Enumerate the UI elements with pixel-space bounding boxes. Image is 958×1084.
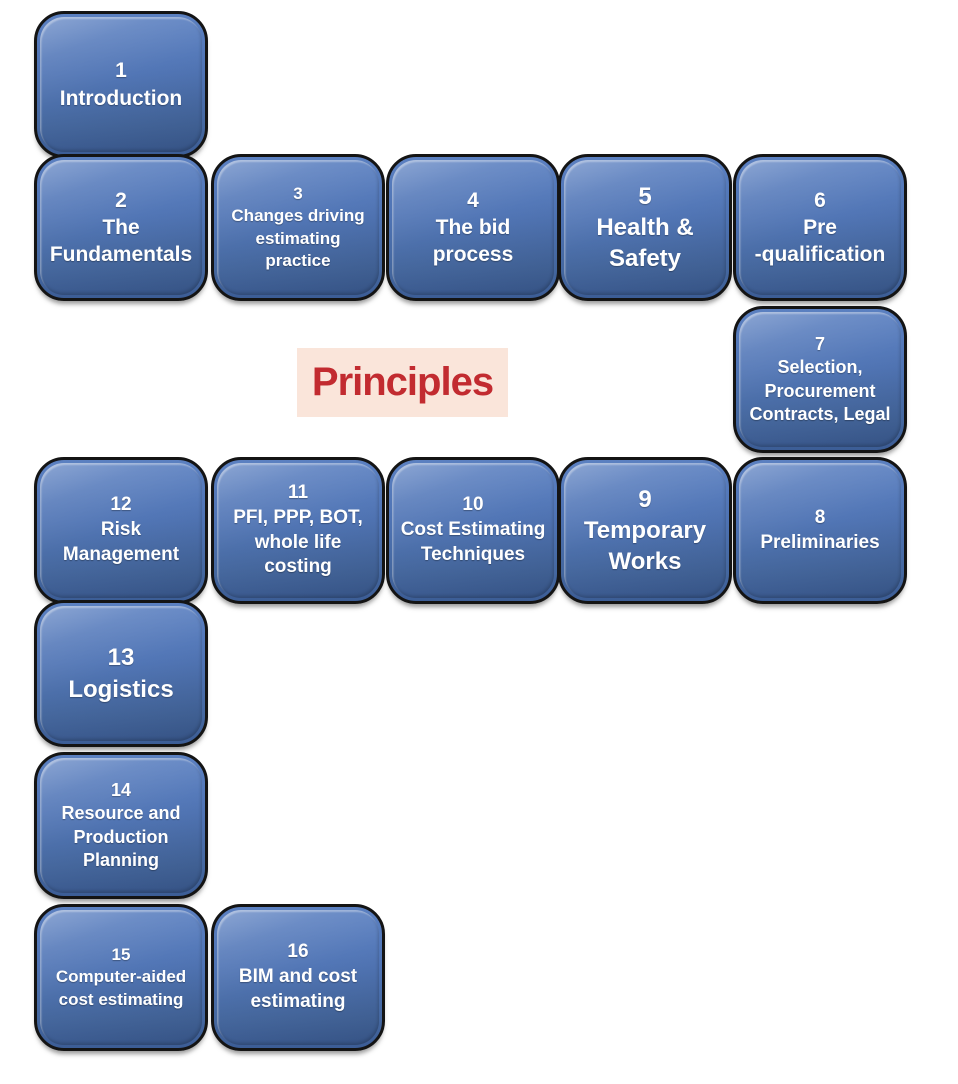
chapter-number: 15 [111,945,131,965]
chapter-box-13: 13 Logistics [34,600,208,747]
chapter-number: 11 [287,482,309,504]
chapter-box-8: 8 Preliminaries [733,457,907,604]
chapter-title: Logistics [68,675,174,703]
chapter-number: 6 [814,188,826,212]
chapter-number: 13 [107,644,135,672]
chapter-number: 3 [293,184,303,204]
chapter-number: 16 [287,941,309,963]
chapter-number: 2 [115,188,127,212]
chapter-number: 8 [814,506,826,528]
chapter-number: 10 [462,494,484,516]
principles-label: Principles [297,348,508,417]
chapter-number: 14 [110,779,132,800]
chapter-number: 7 [814,333,825,354]
chapter-title: Introduction [59,86,183,110]
chapter-number: 1 [115,59,127,83]
chapter-box-6: 6 Pre-qualification [733,154,907,301]
chapter-title: Preliminaries [760,531,880,553]
chapter-number: 5 [638,182,652,210]
chapter-number: 4 [467,188,479,212]
chapter-title: Pre-qualification [754,215,886,267]
chapter-number: 12 [110,494,132,516]
chapter-title: Health &Safety [596,213,694,273]
chapter-box-5: 5 Health &Safety [558,154,732,301]
chapter-number: 9 [638,485,652,513]
chapter-box-1: 1 Introduction [34,11,208,158]
